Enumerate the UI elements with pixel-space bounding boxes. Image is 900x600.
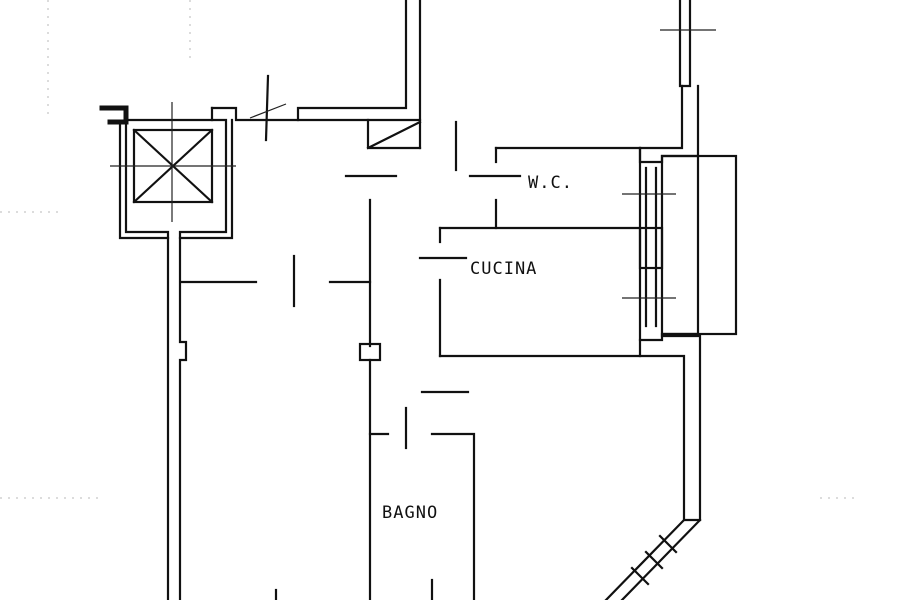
outer-walls: [99, 0, 738, 600]
room-label-bagno: BAGNO: [382, 503, 438, 523]
room-label-cucina: CUCINA: [470, 259, 537, 279]
door-marks: [249, 74, 287, 142]
room-label-wc: W.C.: [528, 173, 573, 193]
scan-guides: [0, 0, 860, 499]
elevator-shaft: [110, 102, 236, 222]
